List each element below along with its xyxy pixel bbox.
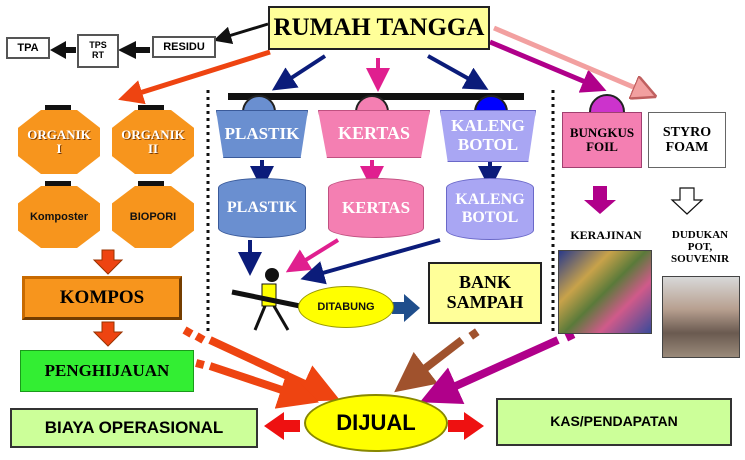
organik-2-container: ORGANIK II <box>112 110 194 174</box>
ditabung-ellipse: DITABUNG <box>298 286 394 328</box>
bank-sampah-box: BANK SAMPAH <box>428 262 542 324</box>
handle-plastik <box>242 95 276 113</box>
bungkus-foil-box: BUNGKUS FOIL <box>562 112 642 168</box>
organik-2-lid <box>138 105 164 111</box>
drum-plastik: PLASTIK <box>218 178 306 238</box>
komposter-container: Komposter <box>18 186 100 248</box>
dudukan-photo <box>662 276 740 358</box>
arrow-styro-down <box>670 187 704 215</box>
arrow-tps-to-tpa <box>50 41 76 59</box>
biopori-container: BIOPORI <box>112 186 194 248</box>
arrow-dijual-to-biaya <box>264 412 300 440</box>
tpa-box: TPA <box>6 37 50 59</box>
biaya-operasional-box: BIAYA OPERASIONAL <box>10 408 258 448</box>
arrow-to-bungkus <box>489 39 607 93</box>
dudukan-label: DUDUKAN POT, SOUVENIR <box>670 228 730 266</box>
arrow-residu-to-tps <box>118 41 150 59</box>
arrow-to-kaleng <box>427 54 489 90</box>
rumah-tangga-box: RUMAH TANGGA <box>268 6 490 50</box>
arrow-kertas-to-person <box>285 238 340 273</box>
tps-rt-box: TPS RT <box>77 34 119 68</box>
arrow-kaleng-to-person <box>300 238 441 285</box>
komposter-lid <box>45 181 71 187</box>
bin-kaleng-botol: KALENG BOTOL <box>440 110 536 162</box>
penghijauan-box: PENGHIJAUAN <box>20 350 194 392</box>
kas-pendapatan-box: KAS/PENDAPATAN <box>496 398 732 446</box>
handle-kaleng <box>474 95 508 113</box>
kerajinan-label: KERAJINAN <box>570 228 642 243</box>
dijual-ellipse: DIJUAL <box>304 394 448 452</box>
arrow-rumah-to-residu <box>213 22 269 44</box>
arrow-bank-to-dijual <box>394 328 480 393</box>
styro-foam-box: STYRO FOAM <box>648 112 726 168</box>
arrow-to-plastik <box>271 54 327 91</box>
arrow-biopori-to-kompos <box>92 249 124 275</box>
biopori-lid <box>138 181 164 187</box>
arrow-bungkus-down <box>584 186 616 214</box>
handle-bungkus <box>589 94 625 113</box>
arrow-to-styro <box>493 25 645 92</box>
person-figure <box>231 268 301 331</box>
arrow-penghijauan-to-dijual <box>195 359 319 409</box>
drum-kertas: KERTAS <box>328 178 424 238</box>
kerajinan-photo <box>558 250 652 334</box>
organik-1-lid <box>45 105 71 111</box>
arrow-to-organik <box>118 49 271 105</box>
organik-1-container: ORGANIK I <box>18 110 100 174</box>
bin-plastik: PLASTIK <box>216 110 308 158</box>
handle-kertas <box>355 95 389 113</box>
arrow-ditabung-to-bank <box>392 294 420 322</box>
kompos-box: KOMPOS <box>22 276 182 320</box>
arrow-dijual-to-kas <box>448 412 484 440</box>
residu-box: RESIDU <box>152 36 216 58</box>
bin-kertas: KERTAS <box>318 110 430 158</box>
drum-kaleng-botol: KALENG BOTOL <box>446 178 534 240</box>
arrow-kompos-to-penghijauan <box>92 321 124 347</box>
